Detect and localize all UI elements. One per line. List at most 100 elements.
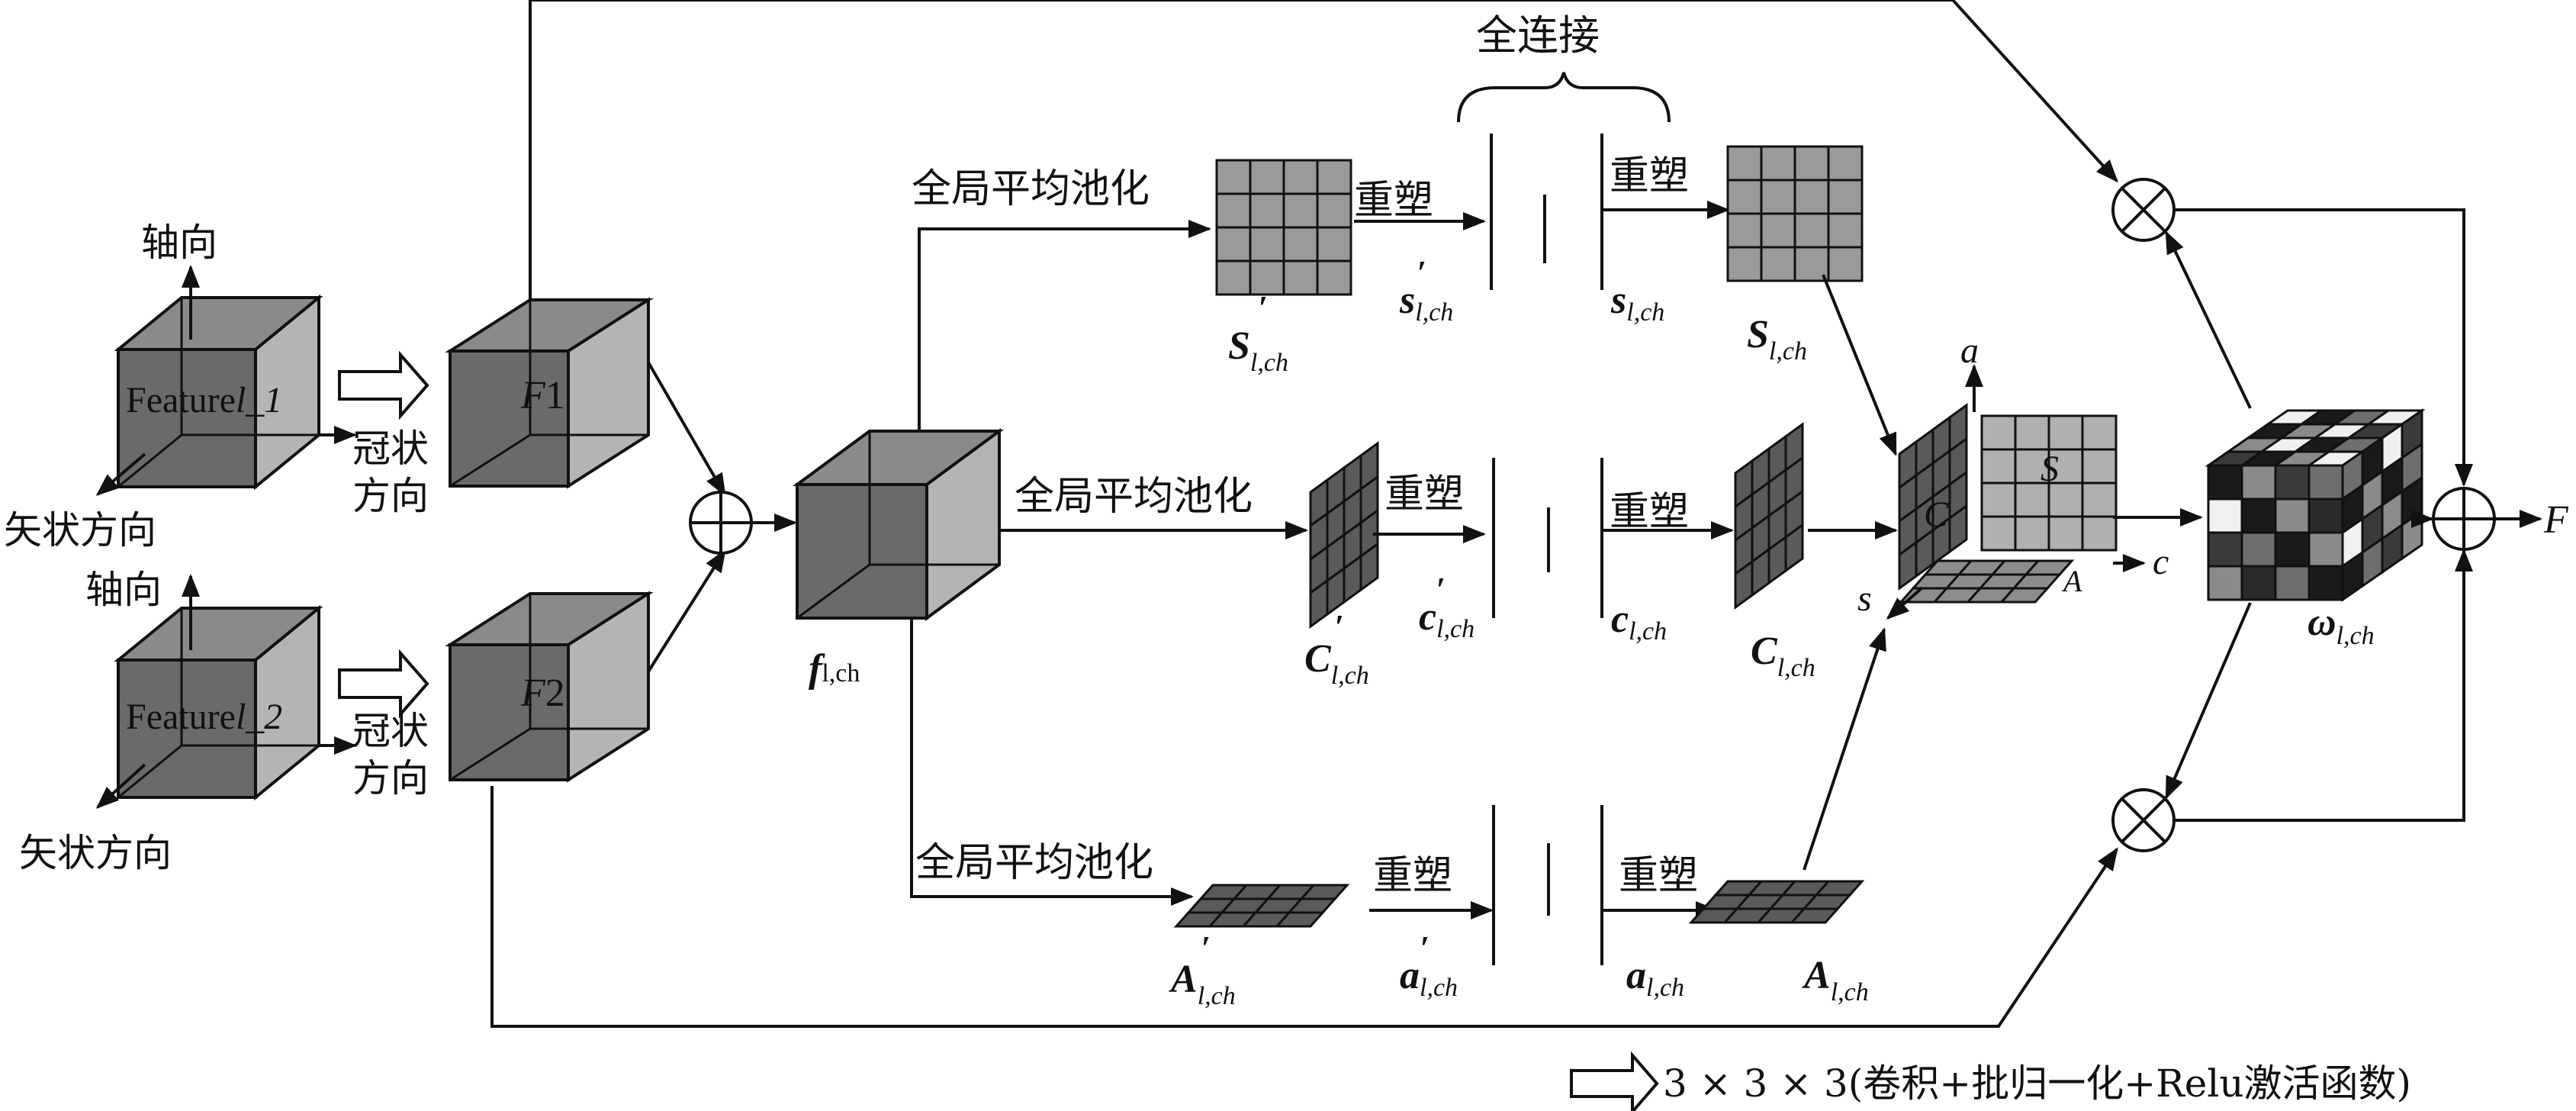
grid-cell [1215, 192, 1252, 229]
axis-a-label: a [1960, 330, 1979, 371]
feature-l2-cube: Featurel_2 [114, 604, 323, 801]
legend-arrow-icon [1570, 1051, 1659, 1111]
grid-cell [1726, 145, 1763, 182]
grid-cell [1980, 414, 2017, 451]
reshape-label-bot-out: 重塑 [1619, 853, 1698, 899]
A-prime-mark: ′ [1201, 929, 1211, 967]
gap-label-bot: 全局平均池化 [915, 840, 1153, 886]
s-prime-vec-mark: ′ [1417, 254, 1426, 291]
sagittal-label-2: 矢状方向 [19, 831, 172, 875]
gap-label-mid: 全局平均池化 [1015, 474, 1253, 520]
omega-cell [2207, 464, 2243, 501]
omega-cell [2240, 531, 2277, 568]
grid-cell [1760, 179, 1796, 215]
grid-cell [1249, 226, 1285, 262]
omega-cell [2307, 565, 2344, 601]
omega-cell [2240, 565, 2277, 601]
axis-label-2: 轴向 [85, 568, 162, 612]
C-prime-grid [1309, 441, 1379, 629]
cube-A-label: A [2061, 564, 2082, 598]
grid-cell [1282, 159, 1319, 195]
grid-cell [1760, 145, 1796, 182]
branch-top [918, 220, 1211, 431]
omega-cell [2207, 531, 2243, 568]
c-prime-vec-label: cl,ch [1419, 595, 1475, 643]
F1-sub: 1 [545, 374, 565, 417]
arrow-f2-sum [647, 549, 726, 673]
C-out-label: Cl,ch [1751, 630, 1815, 682]
cube-C-label: C [1924, 494, 1949, 535]
A-prime-label: Al,ch [1169, 958, 1236, 1010]
omega-cell [2240, 464, 2277, 501]
grid-cell [2081, 481, 2118, 518]
grid-cell [1249, 192, 1285, 229]
grid-cell [1789, 907, 1841, 924]
grid-cell [1760, 246, 1796, 282]
F1-label: F [520, 374, 546, 417]
coronal-label-1a: 冠状 [352, 427, 429, 471]
axis-label-1: 轴向 [141, 221, 217, 265]
conv-arrow-2 [338, 649, 429, 719]
c-vec-label: cl,ch [1611, 597, 1667, 646]
skip-F1 [529, 0, 2119, 300]
grid-cell [1948, 504, 1968, 554]
multiply-node-top [2111, 178, 2176, 242]
reshape-label-top-in: 重塑 [1354, 178, 1433, 224]
feature-l1-sub: l_1 [236, 380, 282, 420]
grid-cell [1316, 259, 1352, 296]
a-vec-label: al,ch [1626, 954, 1684, 1002]
grid-cell [1215, 226, 1252, 262]
feature-l2-sub: l_2 [236, 697, 282, 737]
arrow-f1-sum [647, 361, 726, 497]
c-prime-vec-mark: ′ [1436, 571, 1446, 608]
omega-label: ωl,ch [2307, 601, 2375, 650]
sagittal-label-1: 矢状方向 [4, 508, 156, 552]
grid-cell [2081, 448, 2118, 485]
grid-cell [1274, 911, 1326, 928]
a-prime-vec-mark: ′ [1420, 929, 1430, 967]
reshape-label-top-out: 重塑 [1610, 153, 1689, 199]
grid-cell [1282, 259, 1319, 296]
grid-cell [1760, 212, 1796, 249]
reshape-label-mid-in: 重塑 [1384, 472, 1464, 517]
reshape-label-bot-in: 重塑 [1373, 853, 1452, 899]
feature-l2-label: Feature [126, 697, 236, 737]
grid-cell [1980, 448, 2017, 485]
grid-cell [1827, 179, 1864, 215]
omega-cell [2274, 464, 2311, 501]
grid-cell [1316, 226, 1352, 262]
legend-text: 3 × 3 × 3(卷积+批归一化+Relu激活函数) [1663, 1061, 2411, 1106]
axis-s-arrow [1886, 586, 1924, 620]
grid-cell [1999, 587, 2050, 604]
C-prime-label: Cl,ch [1304, 637, 1369, 690]
a-prime-vec-label: al,ch [1400, 954, 1458, 1002]
omega-cell [2207, 498, 2243, 534]
f-lch-cube [792, 428, 1005, 621]
C-out-grid [1734, 422, 1804, 610]
gap-label-top: 全局平均池化 [912, 166, 1150, 212]
svg-text:F2: F2 [520, 671, 565, 715]
grid-cell [2081, 515, 2118, 552]
arrow-S-combine [1822, 274, 1897, 456]
svg-text:Featurel_1: Featurel_1 [126, 380, 282, 420]
axes-2: 轴向 冠状 方向 矢状方向 [19, 568, 429, 875]
grid-cell [1359, 542, 1379, 592]
S-out-grid [1726, 145, 1864, 282]
grid-cell [2014, 515, 2050, 552]
arrow-omega-mul-top [2165, 230, 2252, 409]
legend: 3 × 3 × 3(卷积+批归一化+Relu激活函数) [1570, 1051, 2411, 1111]
grid-cell [1793, 179, 1830, 215]
coronal-label-1b: 方向 [352, 474, 429, 518]
omega-cell [2307, 531, 2344, 568]
s-prime-vec-label: sl,ch [1399, 279, 1453, 327]
fc-bot [1492, 805, 1603, 965]
F2-cube: F2 [445, 591, 654, 783]
F1-cube: F1 [445, 297, 654, 489]
feature-l1-cube: Featurel_1 [114, 294, 323, 491]
omega-cell [2207, 565, 2243, 601]
F2-label: F [520, 671, 546, 715]
sum-node-1 [689, 491, 753, 555]
grid-cell [1282, 226, 1319, 262]
svg-text:F1: F1 [520, 374, 565, 417]
